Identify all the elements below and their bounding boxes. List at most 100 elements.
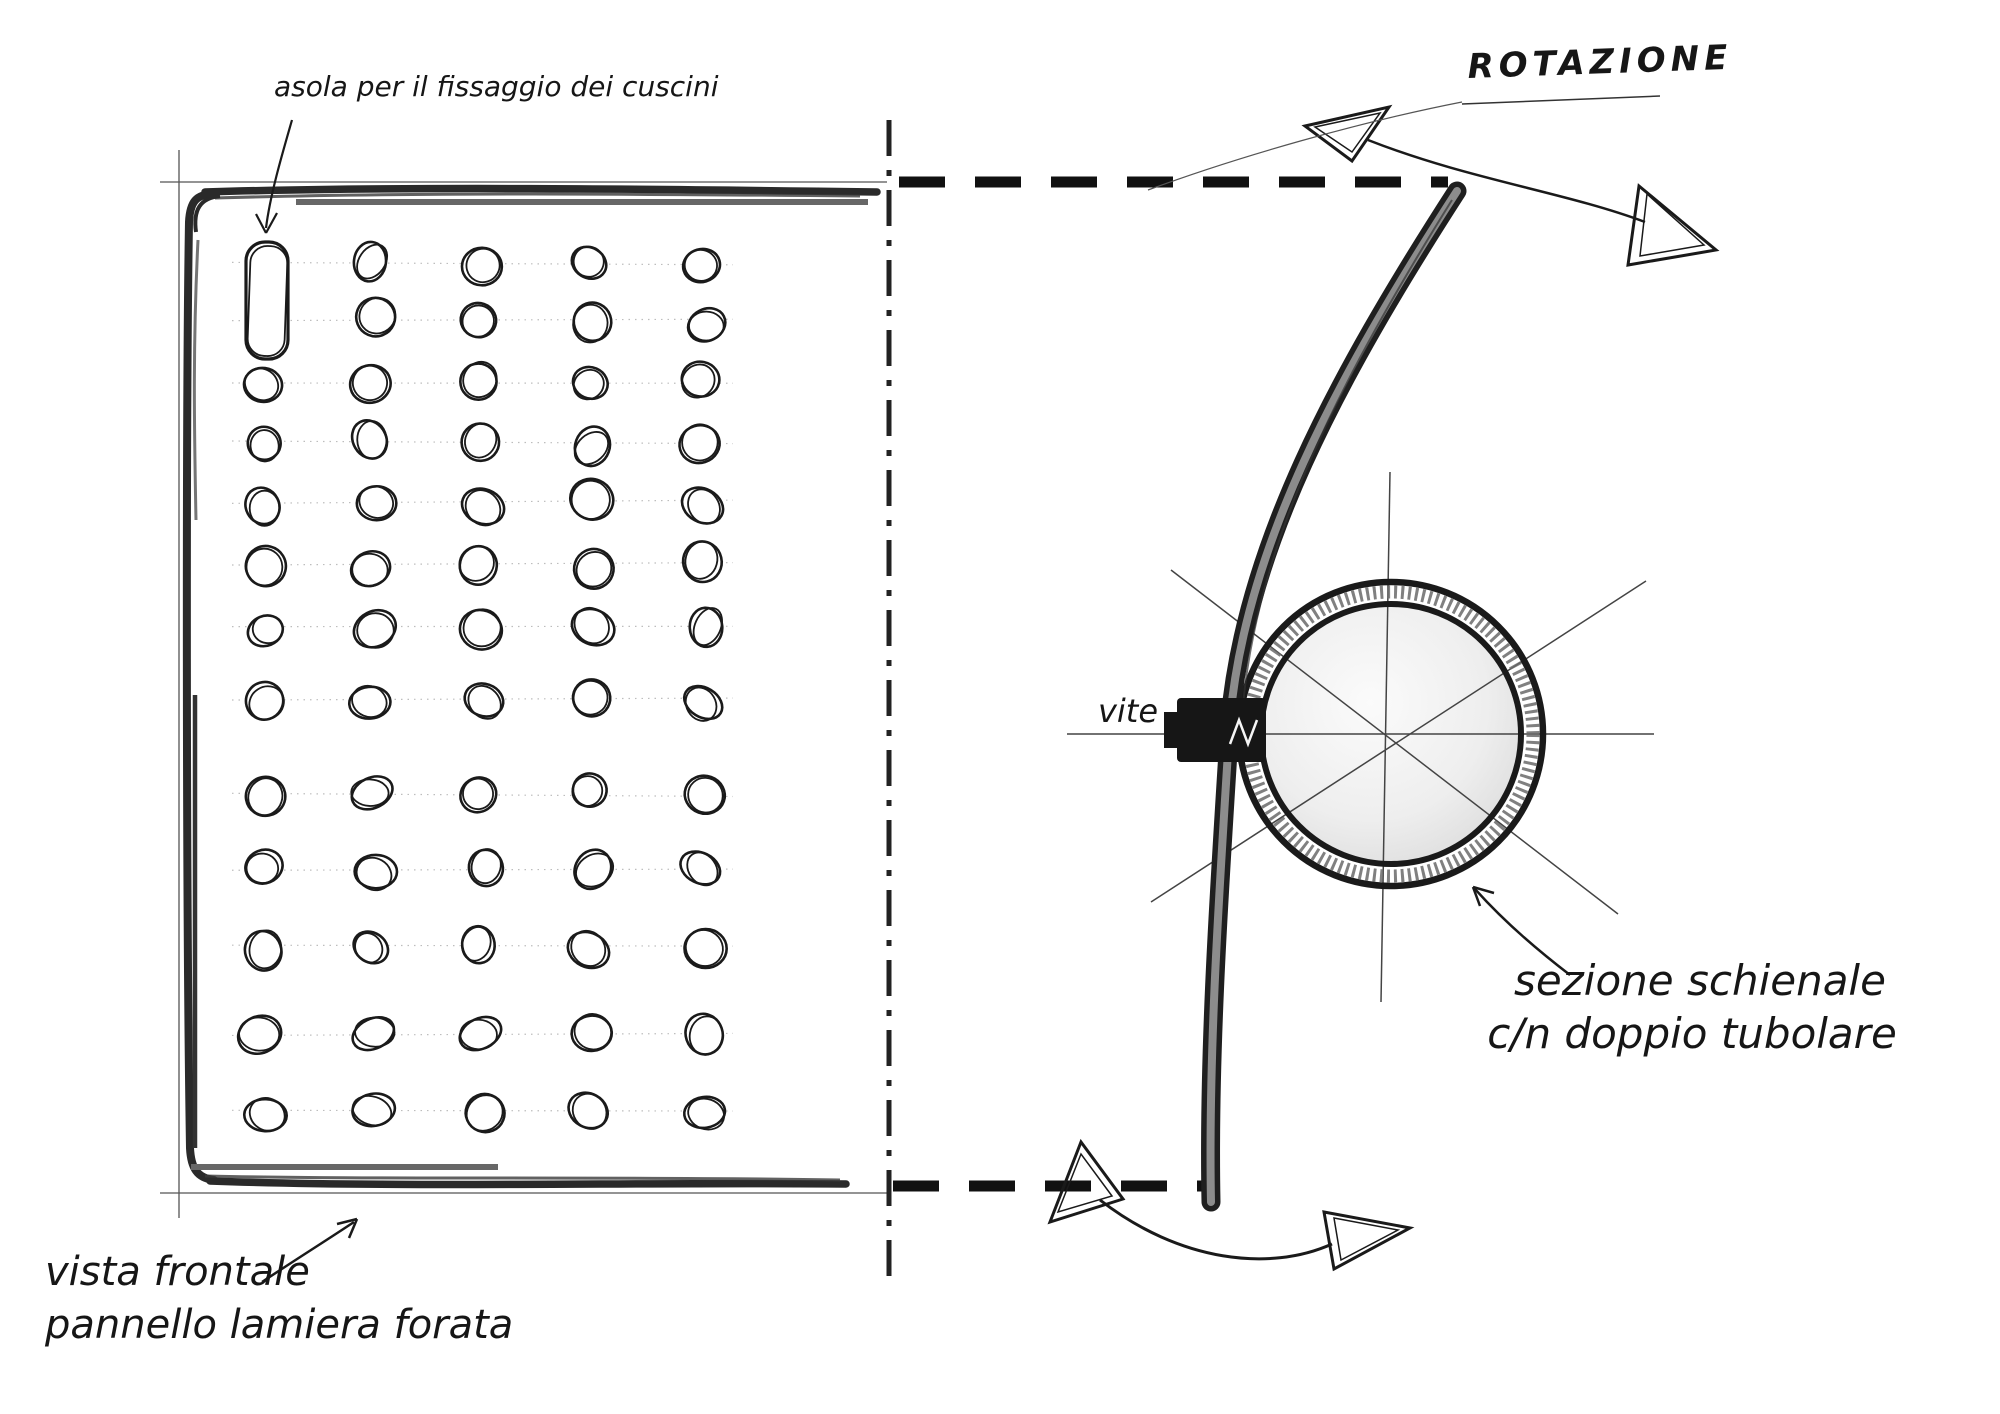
panel-border-top-sketch bbox=[214, 192, 861, 200]
hole-sketch bbox=[687, 1097, 726, 1131]
hole-sketch bbox=[573, 606, 610, 645]
front-view-label-line2: pannello lamiera forata bbox=[44, 1302, 513, 1348]
hole-sketch bbox=[465, 247, 501, 284]
hole-sketch bbox=[575, 852, 615, 888]
hole-sketch bbox=[687, 488, 721, 525]
hole-sketch bbox=[462, 360, 498, 399]
hole-sketch bbox=[249, 429, 280, 463]
hole-sketch bbox=[459, 1018, 498, 1051]
hole-sketch bbox=[248, 1097, 286, 1132]
hole-sketch bbox=[465, 1094, 504, 1132]
hole-sketch bbox=[464, 489, 502, 527]
hole-sketch bbox=[570, 929, 607, 967]
back-tube-sketch-edge bbox=[1242, 199, 1453, 706]
hole bbox=[354, 296, 397, 338]
rotation-arc-top bbox=[1367, 138, 1646, 224]
hole-sketch bbox=[573, 431, 610, 466]
hole-sketch bbox=[684, 929, 724, 967]
hole bbox=[347, 685, 392, 720]
hole-sketch bbox=[470, 848, 502, 885]
panel-corner-sketch bbox=[193, 194, 221, 233]
cushion-slot-sketch bbox=[246, 245, 289, 357]
slot-annotation-arrow bbox=[255, 119, 294, 234]
hole-sketch bbox=[683, 248, 718, 282]
hole-sketch bbox=[351, 684, 388, 718]
rotation-arrows-bottom bbox=[1047, 1138, 1415, 1272]
section-label-line1: sezione schienale bbox=[1514, 956, 1886, 1005]
cushion-slot bbox=[244, 240, 290, 361]
hole bbox=[566, 930, 611, 970]
screw-label: vite bbox=[1098, 692, 1158, 730]
rotation-arrowhead-right bbox=[1626, 183, 1720, 267]
rotation-underline bbox=[1461, 95, 1661, 105]
axis-diagonal-1 bbox=[1150, 580, 1647, 903]
panel-front-view bbox=[160, 150, 887, 1218]
hole bbox=[572, 547, 615, 590]
hole bbox=[458, 608, 504, 651]
hole-sketch bbox=[461, 926, 492, 962]
hole-sketch bbox=[688, 310, 725, 342]
hole-sketch bbox=[248, 685, 285, 721]
hole-sketch bbox=[355, 856, 393, 892]
hole-sketch bbox=[684, 540, 719, 580]
backrest-section bbox=[1067, 181, 1654, 1212]
hole-sketch bbox=[251, 614, 284, 645]
hole-sketch bbox=[570, 479, 611, 520]
hole-sketch bbox=[238, 1016, 281, 1052]
hole bbox=[459, 362, 498, 401]
hole bbox=[246, 425, 282, 462]
hole bbox=[683, 927, 728, 970]
hole-sketch bbox=[358, 485, 395, 519]
hole bbox=[460, 246, 504, 287]
screw-head bbox=[1164, 712, 1180, 748]
hole bbox=[244, 680, 285, 721]
hole-sketch bbox=[462, 608, 502, 648]
rotation-label: ROTAZIONE bbox=[1467, 38, 1733, 87]
hole bbox=[683, 774, 727, 815]
hole-sketch bbox=[356, 612, 395, 649]
panel-border-left bbox=[182, 190, 218, 1184]
front-view-label-line1: vista frontale bbox=[45, 1249, 310, 1295]
hole-sketch bbox=[351, 364, 388, 402]
hole-sketch bbox=[572, 368, 605, 401]
hole-sketch bbox=[356, 243, 389, 280]
hole-sketch bbox=[571, 775, 604, 807]
hole bbox=[352, 608, 398, 649]
rotation-arrows-top bbox=[1147, 95, 1720, 267]
front-view-annotation-arrow bbox=[261, 1217, 359, 1284]
hole-sketch bbox=[575, 551, 613, 588]
hole-sketch bbox=[572, 303, 609, 344]
panel-left-sketch bbox=[192, 239, 200, 521]
hole-sketch bbox=[356, 420, 388, 460]
bottom-arrowhead-left bbox=[1047, 1138, 1126, 1225]
screw-block bbox=[1177, 698, 1266, 762]
axis-vertical bbox=[1380, 471, 1391, 1003]
hole-sketch bbox=[681, 363, 716, 399]
hole-sketch bbox=[462, 777, 494, 811]
hole-sketch bbox=[681, 423, 719, 462]
panel-border-top bbox=[201, 184, 881, 196]
panel-border-bottom bbox=[206, 1177, 850, 1189]
hole-sketch bbox=[245, 547, 284, 587]
panel-border-bottom-sketch bbox=[204, 1174, 841, 1182]
section-annotation-arrow bbox=[1471, 885, 1571, 976]
tube-section-stipple-ring bbox=[1242, 585, 1540, 883]
hole-sketch bbox=[692, 607, 723, 647]
hole-sketch bbox=[351, 552, 389, 587]
hole bbox=[680, 360, 721, 398]
hole-sketch bbox=[571, 1092, 608, 1130]
hole bbox=[571, 365, 609, 401]
hole-sketch bbox=[354, 1016, 396, 1048]
hole-sketch bbox=[688, 1015, 724, 1056]
hole-sketch bbox=[245, 852, 280, 884]
hole-sketch bbox=[684, 686, 718, 722]
rotation-arrowhead-left bbox=[1301, 104, 1393, 164]
rotation-arrowhead-right-sketch bbox=[1639, 192, 1706, 257]
hole bbox=[573, 848, 613, 891]
screw-mark bbox=[1228, 716, 1259, 748]
hole-sketch bbox=[687, 776, 724, 814]
rotation-leader-line bbox=[1147, 101, 1463, 191]
hole-sketch bbox=[350, 778, 390, 807]
